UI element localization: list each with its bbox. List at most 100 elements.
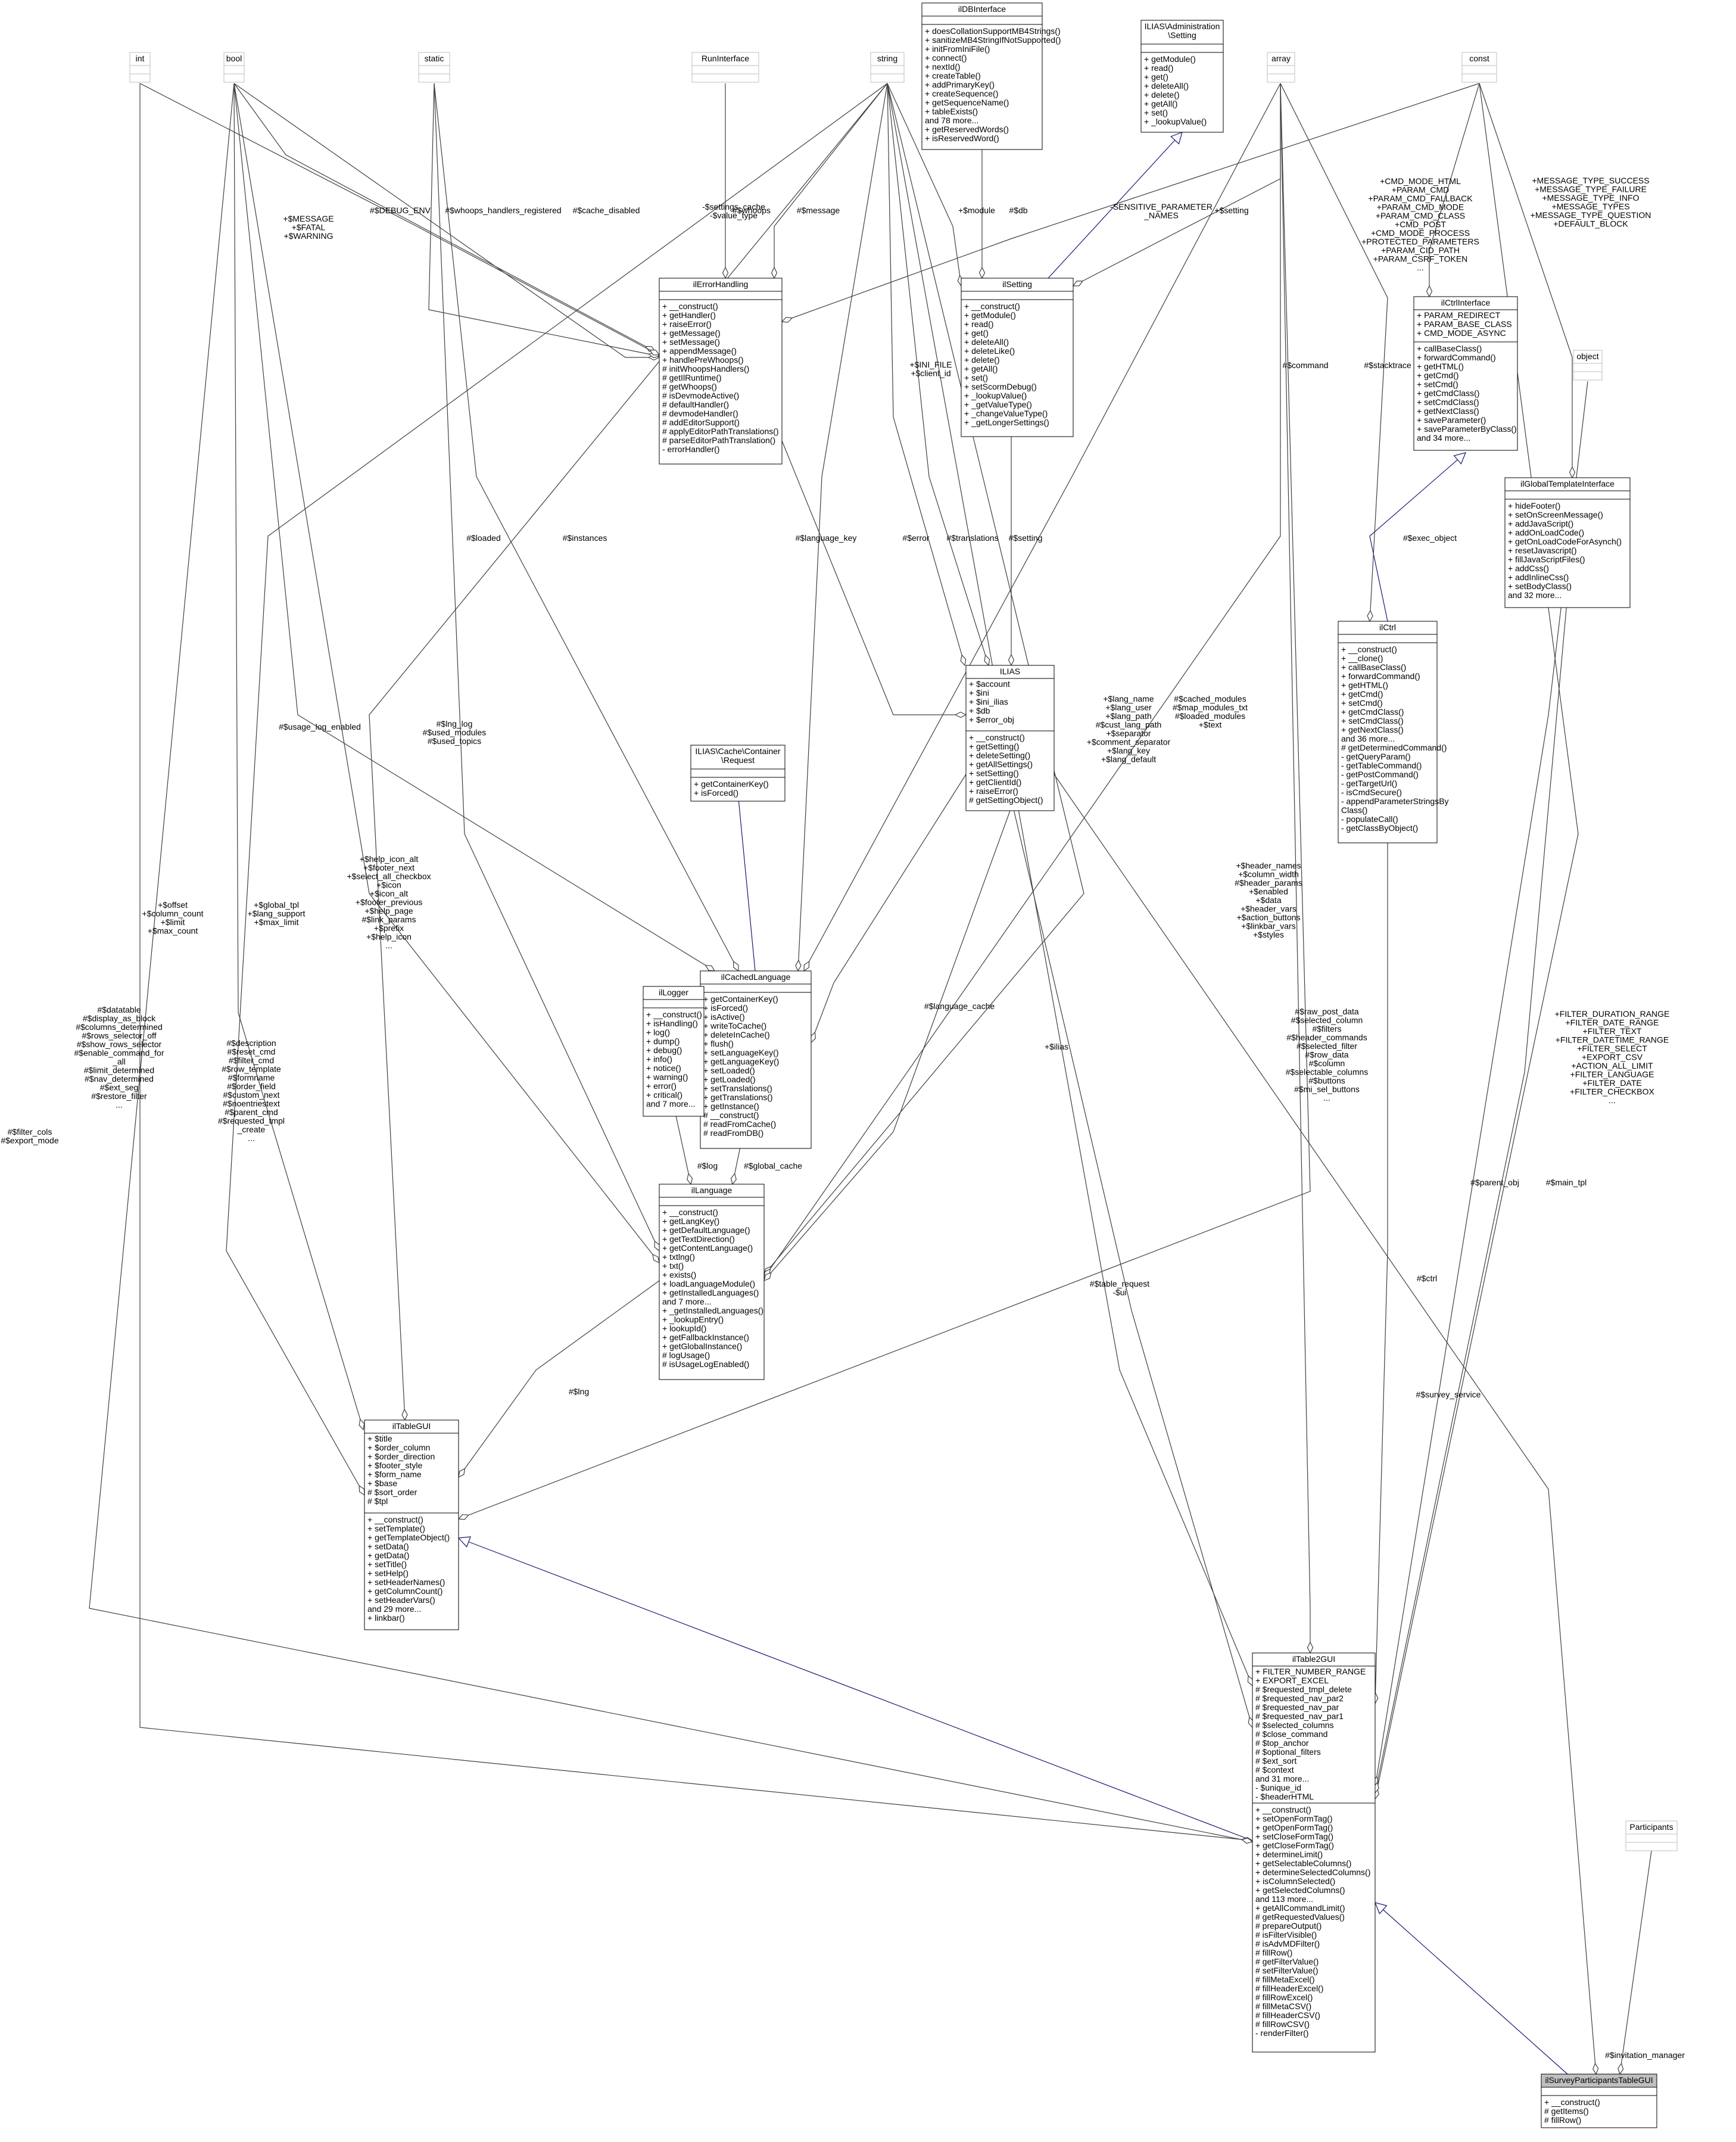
edge-label-line: +$select_all_checkbox bbox=[347, 871, 431, 881]
class-box-cacherequest[interactable]: ILIAS\Cache\Container\Request+ getContai… bbox=[690, 745, 786, 802]
class-attributes-compartment bbox=[418, 65, 450, 74]
class-box-iltablegui[interactable]: ilTableGUI+ $title+ $order_column+ $orde… bbox=[364, 1419, 459, 1630]
class-nodes: int bool static RunInterface string ilDBInter… bbox=[129, 2, 1678, 2128]
class-operation: + getHTML() bbox=[1417, 362, 1464, 371]
class-box-runinterface[interactable]: RunInterface bbox=[691, 52, 759, 83]
class-attributes-compartment bbox=[961, 291, 1074, 300]
class-operation: + addOnLoadCode() bbox=[1508, 528, 1584, 537]
edge-label-line: +$max_count bbox=[148, 926, 198, 936]
association-edge bbox=[428, 83, 660, 357]
class-box-ilctrlinterface[interactable]: ilCtrlInterface+ PARAM_REDIRECT+ PARAM_B… bbox=[1413, 296, 1518, 451]
edge-label-line: +CMD_MODE_HTML bbox=[1380, 176, 1461, 186]
edge-label: +$global_tpl+$lang_support+$max_limit bbox=[248, 900, 306, 927]
inheritance-arrowhead-icon bbox=[1374, 1902, 1388, 1914]
edge-label-line: #$selectable_columns bbox=[1286, 1067, 1369, 1077]
class-box-participants[interactable]: Participants bbox=[1625, 1820, 1678, 1851]
class-name: \Request bbox=[721, 755, 755, 765]
class-box-const[interactable]: const bbox=[1461, 52, 1497, 83]
class-operation: + initFromIniFile() bbox=[925, 44, 990, 54]
class-operation: + getMessage() bbox=[662, 328, 721, 338]
class-box-iltable2gui[interactable]: ilTable2GUI+ FILTER_NUMBER_RANGE+ EXPORT… bbox=[1252, 1652, 1376, 2053]
class-attribute: # $tpl bbox=[367, 1496, 388, 1506]
class-box-ilias[interactable]: ILIAS+ $account+ $ini+ $ini_ilias+ $db+ … bbox=[965, 665, 1055, 811]
aggregation-diamond-icon bbox=[1072, 281, 1084, 287]
edge-label-line: +CMD_POST bbox=[1395, 220, 1446, 229]
class-operations-compartment bbox=[364, 1512, 459, 1630]
class-attribute: # $sort_order bbox=[367, 1487, 417, 1497]
class-border bbox=[965, 665, 1055, 811]
class-attribute: + $footer_style bbox=[367, 1461, 422, 1470]
class-box-string[interactable]: string bbox=[870, 52, 905, 83]
class-border bbox=[921, 2, 1043, 150]
aggregation-diamond-icon bbox=[984, 654, 990, 667]
edge-label-line: #$column bbox=[1309, 1058, 1345, 1068]
edge-label: #$log bbox=[697, 1161, 718, 1170]
aggregation-diamond-icon bbox=[1367, 609, 1373, 622]
class-box-ilsetting[interactable]: ilSetting+ __construct()+ getModule()+ r… bbox=[961, 278, 1074, 437]
class-box-static[interactable]: static bbox=[418, 52, 450, 83]
class-operation: + get() bbox=[964, 328, 989, 338]
class-box-ildbinterface[interactable]: ilDBInterface+ doesCollationSupportMB4St… bbox=[921, 2, 1061, 150]
class-operation: + getInstance() bbox=[703, 1101, 759, 1111]
edge-label-line: #$row_template bbox=[222, 1064, 281, 1074]
edge-label-line: #$buttons bbox=[1308, 1076, 1345, 1085]
class-operation: + getNextClass() bbox=[1341, 725, 1404, 734]
inheritance-edge bbox=[458, 1537, 1253, 1841]
class-operation: + getFallbackInstance() bbox=[662, 1332, 749, 1342]
edge-label-line: #$lng bbox=[569, 1387, 589, 1396]
class-operation: + fillJavaScriptFiles() bbox=[1508, 555, 1585, 564]
class-box-admsetting[interactable]: ILIAS\Administration\Setting+ getModule(… bbox=[1140, 20, 1224, 133]
class-attributes-compartment bbox=[870, 65, 905, 74]
class-box-ilerrorhandling[interactable]: ilErrorHandling+ __construct()+ getHandl… bbox=[659, 278, 783, 465]
class-operation: + __construct() bbox=[367, 1515, 423, 1524]
class-operation: # fillHeaderExcel() bbox=[1255, 1984, 1323, 1993]
class-operation: + isActive() bbox=[703, 1012, 745, 1022]
class-operation: # getItems() bbox=[1544, 2106, 1589, 2116]
aggregation-diamond-icon bbox=[733, 960, 739, 972]
class-operation: + getAll() bbox=[1144, 99, 1177, 108]
class-operation: + set() bbox=[1144, 108, 1168, 117]
class-box-illogger[interactable]: ilLogger+ __construct()+ isHandling()+ l… bbox=[643, 986, 705, 1117]
class-operation: Class() bbox=[1341, 805, 1367, 815]
class-box-ilctrl[interactable]: ilCtrl+ __construct()+ __clone()+ callBa… bbox=[1338, 621, 1449, 843]
class-box-ilcachedlanguage[interactable]: ilCachedLanguage+ getContainerKey()+ isF… bbox=[700, 970, 812, 1149]
edge-label-line: +FILTER_SELECT bbox=[1577, 1044, 1647, 1053]
class-operation: + setTemplate() bbox=[367, 1524, 425, 1533]
aggregation-diamond-icon bbox=[1592, 2062, 1599, 2075]
class-operation: + read() bbox=[1144, 63, 1173, 73]
class-operations-compartment bbox=[1461, 73, 1497, 83]
class-box-ilglobaltemplate[interactable]: ilGlobalTemplateInterface+ hideFooter()+… bbox=[1504, 477, 1631, 608]
class-box-illanguage[interactable]: ilLanguage+ __construct()+ getLangKey()+… bbox=[659, 1184, 765, 1380]
class-operation: + warning() bbox=[646, 1072, 688, 1082]
class-operation: # fillRowExcel() bbox=[1255, 1992, 1313, 2002]
inheritance-edge bbox=[1048, 132, 1183, 279]
edge-label-line: #$error bbox=[902, 533, 929, 543]
edge-label: #$whoops bbox=[733, 206, 771, 215]
class-box-bool[interactable]: bool bbox=[223, 52, 245, 83]
class-operation: - getPostCommand() bbox=[1341, 770, 1419, 779]
edge-label-line: _all bbox=[112, 1057, 126, 1066]
class-box-array[interactable]: array bbox=[1267, 52, 1295, 83]
aggregation-diamond-icon bbox=[781, 317, 793, 323]
class-operation: + critical() bbox=[646, 1090, 682, 1100]
class-operation: + tableExists() bbox=[925, 107, 978, 116]
class-operation: + __construct() bbox=[1544, 2097, 1600, 2107]
class-box-ilsurveypart[interactable]: ilSurveyParticipantsTableGUI+ __construc… bbox=[1541, 2073, 1657, 2128]
edge-label-line: #$main_tpl bbox=[1546, 1178, 1587, 1187]
class-attribute: + PARAM_BASE_CLASS bbox=[1417, 319, 1512, 329]
class-attribute: - $headerHTML bbox=[1255, 1792, 1314, 1801]
edge-label-line: ... bbox=[1609, 1095, 1616, 1105]
aggregation-diamond-icon bbox=[771, 266, 778, 279]
association-edge bbox=[458, 1280, 660, 1478]
edge-label-line: -$ui bbox=[1112, 1288, 1126, 1297]
edge-label: #$exec_object bbox=[1403, 533, 1457, 543]
class-operation: + getLanguageKey() bbox=[703, 1057, 779, 1066]
edge-label-line: #$command bbox=[1282, 360, 1328, 370]
edge-label: +$ilias bbox=[1045, 1042, 1068, 1051]
class-box-object[interactable]: object bbox=[1573, 350, 1603, 381]
class-operation: + __construct() bbox=[1255, 1805, 1311, 1814]
class-box-int[interactable]: int bbox=[129, 52, 151, 83]
edge-label-line: +$global_tpl bbox=[254, 900, 299, 910]
aggregation-diamond-icon bbox=[730, 1173, 737, 1185]
edge-label-line: +$header_vars bbox=[1241, 904, 1296, 914]
